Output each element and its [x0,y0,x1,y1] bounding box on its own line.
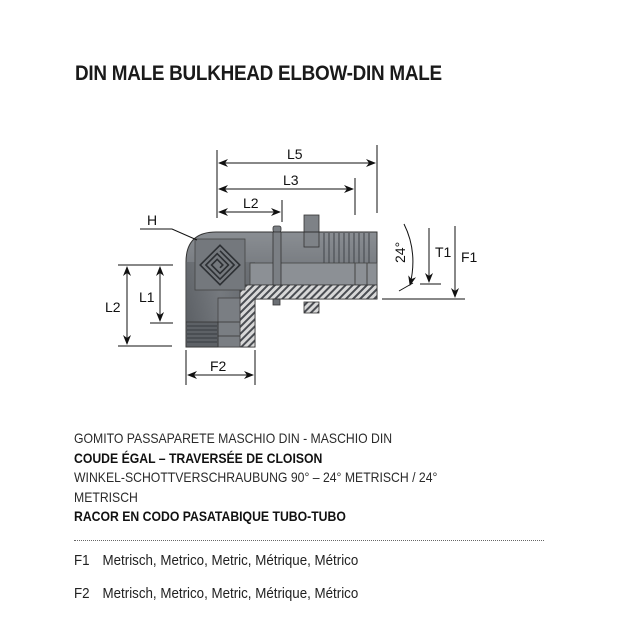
dotted-divider [74,540,544,541]
spec-value: Metrisch, Metrico, Metric, Métrique, Mét… [102,553,359,569]
label-l3: L3 [283,172,299,188]
label-f1: F1 [461,249,478,265]
description-it: GOMITO PASSAPARETE MASCHIO DIN - MASCHIO… [74,431,393,446]
label-t1: T1 [435,244,452,260]
spec-code: F2 [74,586,90,602]
label-l2-top: L2 [243,195,259,211]
label-h: H [147,212,157,228]
spec-code: F1 [74,553,90,569]
logo-icon [199,244,241,286]
description-de: WINKEL-SCHOTTVERSCHRAUBUNG 90° – 24° MET… [74,470,438,486]
spec-value: Metrisch, Metrico, Metric, Métrique, Mét… [102,586,359,602]
spec-row-f1: F1 Metrisch, Metrico, Metric, Métrique, M… [74,553,358,569]
dimensions [118,145,465,385]
description-fr: COUDE ÉGAL – TRAVERSÉE DE CLOISON [74,450,323,466]
description-de-cont: METRISCH [74,489,138,505]
thread-right [323,233,370,263]
label-l2-left: L2 [105,299,121,315]
description-es: RACOR EN CODO PASATABIQUE TUBO-TUBO [74,509,346,525]
label-l5: L5 [287,146,303,162]
thread-bottom [185,321,219,348]
description: GOMITO PASSAPARETE MASCHIO DIN - MASCHIO… [74,429,437,527]
label-angle: 24° [392,242,408,263]
fitting-body [185,214,378,348]
label-l1: L1 [139,289,155,305]
spec-row-f2: F2 Metrisch, Metrico, Metric, Métrique, M… [74,586,358,602]
label-f2: F2 [210,358,227,374]
page-title: DIN MALE BULKHEAD ELBOW-DIN MALE [75,62,442,85]
